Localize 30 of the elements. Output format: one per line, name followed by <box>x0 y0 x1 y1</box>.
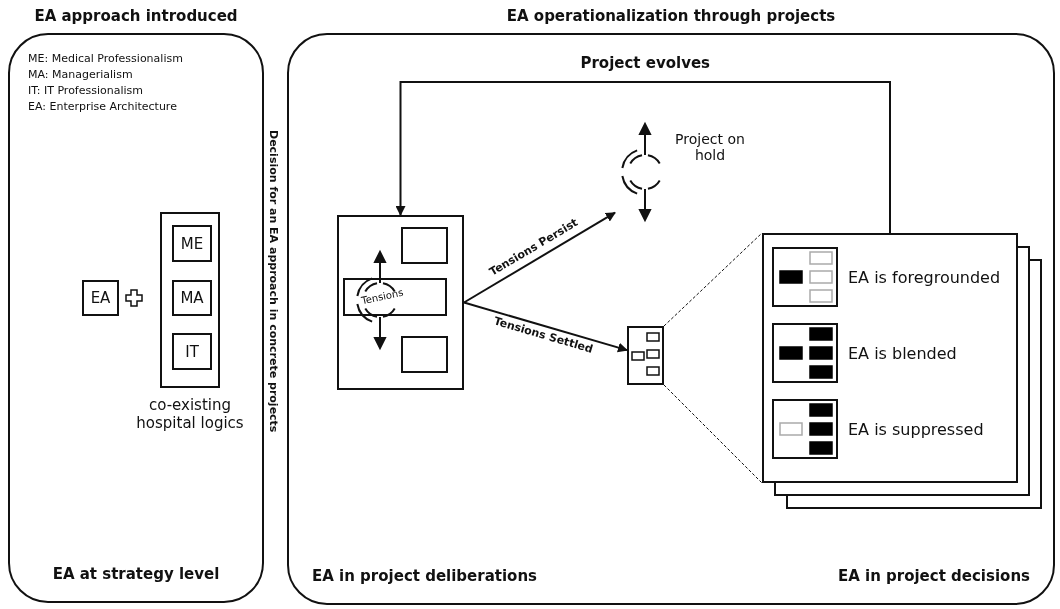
label-text: ME: Medical Professionalism <box>28 52 183 65</box>
panel-footer: EA in project deliberations <box>312 567 537 585</box>
zoom-line <box>663 232 763 327</box>
caption-text: co-existing hospital logics <box>135 396 245 432</box>
panel-footer: EA in project decisions <box>837 567 1030 585</box>
arrow <box>463 211 616 304</box>
decision-box <box>627 326 664 385</box>
vertical-label: Decision for an EA approach in concrete projects <box>267 130 280 433</box>
logic-box: IT <box>172 333 212 370</box>
node-label: EA is foregrounded <box>848 267 1001 287</box>
card <box>762 233 1018 483</box>
logic-box: ME <box>172 225 212 262</box>
label-text: MA: Managerialism <box>28 68 133 81</box>
edge-label: Project evolves <box>580 54 711 72</box>
tension-box <box>343 278 447 316</box>
logic-box: EA <box>82 280 119 316</box>
label-text: IT: IT Professionalism <box>28 84 144 97</box>
panel-heading: EA approach introduced <box>33 7 239 25</box>
arrow <box>463 301 628 353</box>
node-label: EA is blended <box>848 343 957 363</box>
label-text: EA: Enterprise Architecture <box>28 100 177 113</box>
logic-group-box <box>160 212 220 388</box>
arrow <box>395 81 891 234</box>
zoom-line <box>663 384 763 484</box>
node-label: Project on hold <box>674 131 746 163</box>
project-box <box>337 215 464 390</box>
panel-heading: EA operationalization through projects <box>505 7 837 25</box>
panel-footer: EA at strategy level <box>8 565 264 583</box>
logic-box: MA <box>172 280 212 316</box>
node-label: EA is suppressed <box>848 419 984 439</box>
